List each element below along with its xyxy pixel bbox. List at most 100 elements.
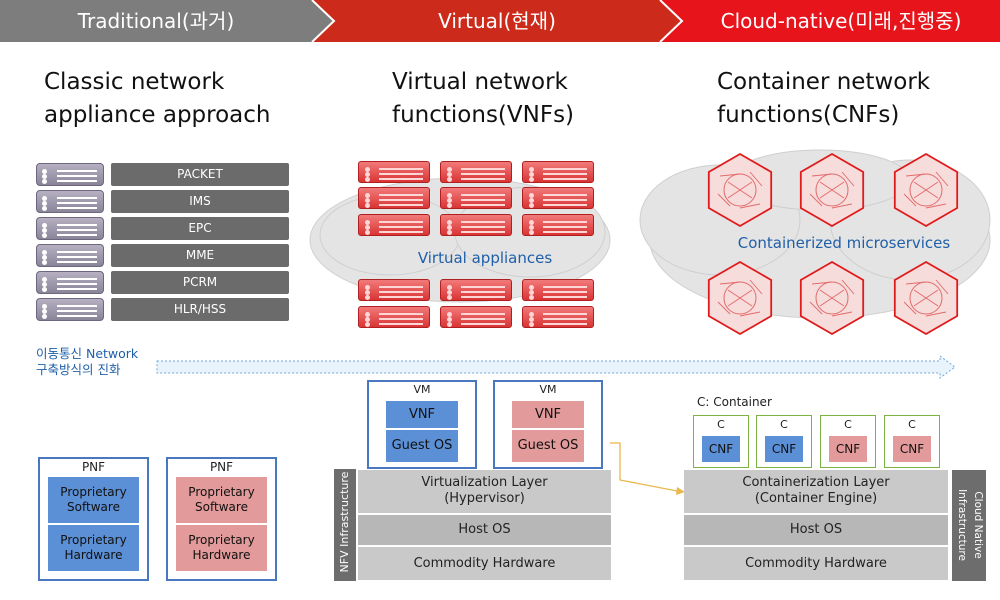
server-slot [461, 286, 505, 288]
server-led [365, 225, 370, 230]
server-led [42, 304, 47, 309]
server-slot [57, 180, 97, 182]
server-led [447, 312, 452, 317]
server-slot [543, 231, 587, 233]
virtual-server-icon [358, 187, 430, 209]
server-led [42, 233, 47, 238]
col3-title-line2: functions(CNFs) [717, 102, 900, 128]
virtual-server-icon [522, 161, 594, 183]
server-icon [36, 190, 104, 213]
server-icon [36, 244, 104, 267]
server-led [447, 198, 452, 203]
virtual-server-icon [358, 161, 430, 183]
appliance-label: PACKET [111, 163, 289, 186]
server-led [447, 322, 452, 327]
server-led [529, 198, 534, 203]
server-led [529, 193, 534, 198]
virtual-server-icon [522, 306, 594, 328]
server-led [529, 317, 534, 322]
virtual-server-icon [440, 214, 512, 236]
nfv-host-os: Host OS [358, 515, 611, 545]
evolution-label-line1: 이동통신 Network [36, 346, 139, 361]
virtual-server-icon [440, 187, 512, 209]
server-led [529, 203, 534, 208]
server-slot [379, 231, 423, 233]
server-slot [543, 318, 587, 320]
server-slot [379, 173, 423, 175]
server-slot [57, 170, 97, 172]
server-led [447, 203, 452, 208]
container-legend: C: Container [697, 395, 772, 409]
server-slot [379, 194, 423, 196]
server-slot [379, 199, 423, 201]
virtual-server-icon [358, 279, 430, 301]
server-led [365, 203, 370, 208]
server-slot [543, 221, 587, 223]
server-led [529, 290, 534, 295]
server-slot [379, 286, 423, 288]
server-led [447, 172, 452, 177]
server-slot [379, 323, 423, 325]
server-led [42, 255, 47, 260]
server-led [365, 312, 370, 317]
server-slot [461, 221, 505, 223]
microservice-hexagons [707, 152, 959, 336]
server-led [447, 290, 452, 295]
server-led [365, 290, 370, 295]
microservice-hexagon-icon [893, 152, 959, 228]
virtual-server-icon [522, 187, 594, 209]
cloud-native-side-line1: Cloud Native [972, 491, 984, 559]
server-slot [57, 234, 97, 236]
server-slot [543, 173, 587, 175]
virtualization-layer: Virtualization Layer (Hypervisor) [358, 470, 611, 513]
server-led [529, 167, 534, 172]
server-slot [461, 199, 505, 201]
server-slot [543, 168, 587, 170]
server-led [447, 317, 452, 322]
server-led [42, 174, 47, 179]
header-stage1: Traditional(과거) [77, 9, 235, 33]
server-slot [379, 318, 423, 320]
cnf-block: CNF [893, 436, 931, 462]
server-led [42, 260, 47, 265]
cnf-host-os: Host OS [684, 515, 948, 545]
server-led [42, 206, 47, 211]
col1-title-line2: appliance approach [44, 102, 271, 128]
server-slot [461, 168, 505, 170]
vm-to-container-arrow [610, 442, 685, 495]
cnf-block: CNF [765, 436, 803, 462]
server-led [42, 287, 47, 292]
proprietary-hardware: Proprietary Hardware [48, 525, 139, 571]
evolution-arrow [156, 355, 956, 379]
vnf-block: VNF [512, 401, 584, 428]
server-led [42, 179, 47, 184]
server-slot [57, 261, 97, 263]
server-led [365, 167, 370, 172]
server-led [42, 228, 47, 233]
server-slot [543, 323, 587, 325]
server-led [447, 167, 452, 172]
vm-title: VM [413, 383, 431, 396]
server-led [447, 220, 452, 225]
server-led [447, 177, 452, 182]
guest-os-block: Guest OS [512, 430, 584, 462]
server-led [42, 169, 47, 174]
server-slot [461, 173, 505, 175]
server-led [447, 225, 452, 230]
proprietary-hardware: Proprietary Hardware [176, 525, 267, 571]
server-slot [543, 291, 587, 293]
server-slot [543, 226, 587, 228]
cnf-block: CNF [829, 436, 867, 462]
cnf-block: CNF [702, 436, 740, 462]
server-led [529, 230, 534, 235]
microservice-hexagon-icon [893, 260, 959, 336]
server-led [529, 285, 534, 290]
server-led [42, 277, 47, 282]
server-slot [57, 197, 97, 199]
virtual-server-icon [358, 306, 430, 328]
proprietary-software: Proprietary Software [48, 477, 139, 523]
microservice-hexagon-icon [707, 260, 773, 336]
server-slot [57, 224, 97, 226]
server-led [447, 230, 452, 235]
server-slot [379, 291, 423, 293]
